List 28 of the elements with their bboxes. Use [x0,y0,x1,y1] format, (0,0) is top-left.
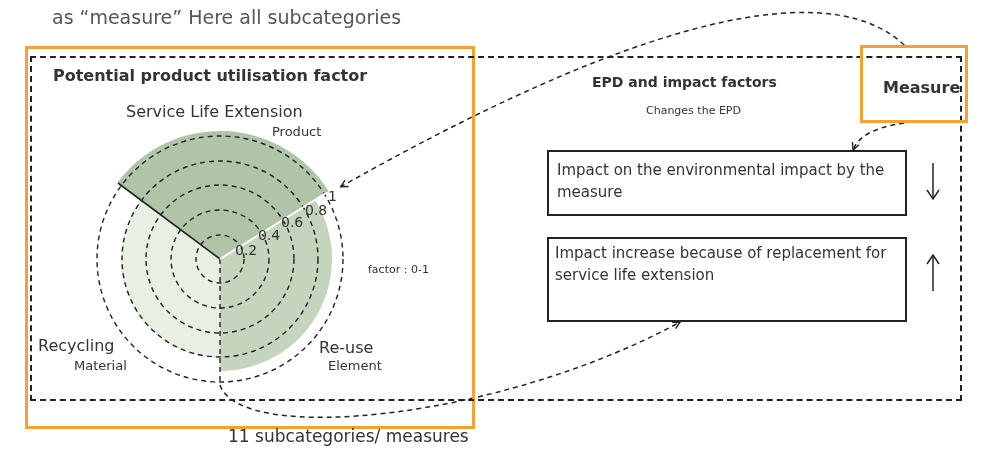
axis-label: Material [74,359,127,372]
tick-label: 0.8 [305,203,328,217]
section-heading: EPD and impact factors [592,74,777,90]
arrow [339,11,906,188]
panel-frame [25,46,475,429]
arrow [852,122,906,151]
process-box [547,237,907,322]
box-text: Measure [883,78,961,97]
box-text: Impact on the environmental impact by the measure [557,160,886,203]
measure-box [860,45,968,123]
panel-heading: Potential product utilisation factor [53,66,368,85]
axis-label: Product [272,125,322,138]
caption-text: as “measure” Here all subcategories [52,8,402,27]
scale-note: factor : 0-1 [368,264,429,275]
section-subheading: Changes the EPD [646,104,741,117]
box-text: Impact increase because of replacement for service life extension [555,243,888,286]
axis-label: Re-use [319,340,374,356]
tick-label: 0.4 [258,228,281,242]
tick-label: 0.2 [235,243,258,257]
axis-label: Element [328,359,382,372]
dashed-frame [30,56,962,401]
tick-label: 1 [328,189,337,203]
tick-label: 0.6 [281,215,304,229]
arrow [219,321,681,418]
process-box [547,150,907,216]
caption-text: 11 subcategories/ measures [228,428,469,445]
axis-label: Service Life Extension [126,104,303,120]
axis-label: Recycling [38,338,115,354]
